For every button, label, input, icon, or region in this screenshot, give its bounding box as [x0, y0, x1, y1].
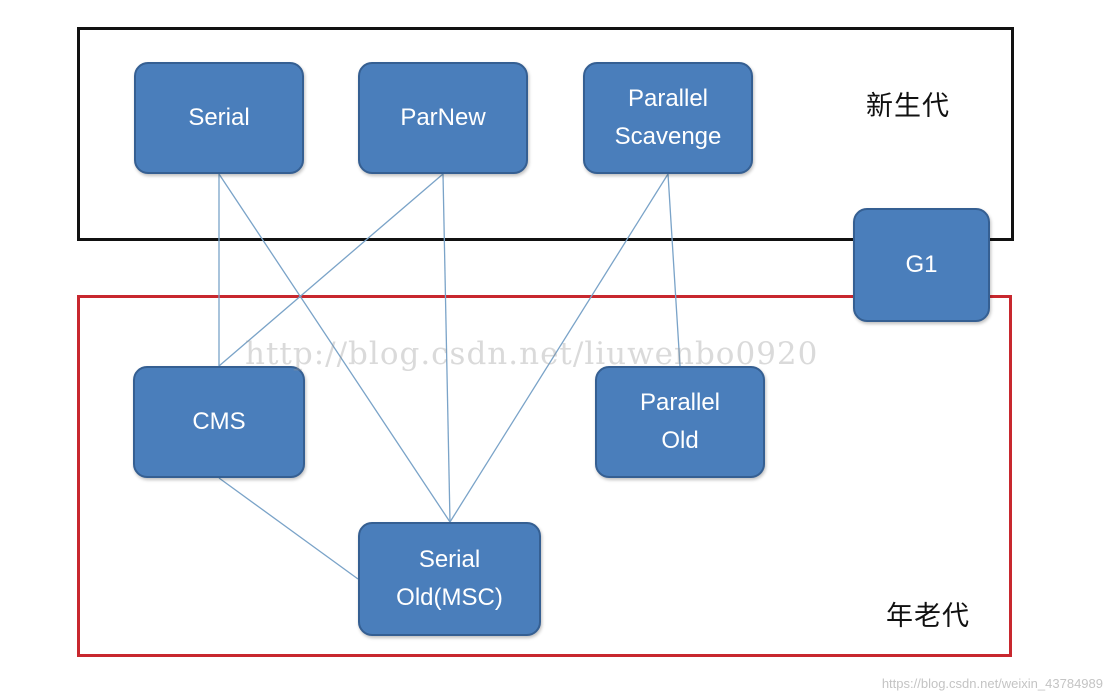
serial-collector-node: Serial — [134, 62, 304, 174]
old-generation-label: 年老代 — [886, 601, 970, 632]
parallel-scavenge-collector-node: Parallel Scavenge — [583, 62, 753, 174]
young-generation-label: 新生代 — [866, 91, 950, 122]
edge-cms-serial-old — [218, 477, 359, 580]
parnew-collector-node: ParNew — [358, 62, 528, 174]
serial-collector-label: Serial — [188, 104, 250, 131]
serial-old-collector-node: Serial Old(MSC) — [358, 522, 541, 636]
parallel-old-collector-label: Parallel Old — [639, 389, 721, 454]
watermark-text: http://blog.csdn.net/liuwenbo0920 — [245, 336, 819, 372]
edge-serial-serial-old — [218, 173, 451, 523]
parnew-collector-label: ParNew — [400, 104, 486, 131]
edge-parallel-scavenge-parallel-old — [667, 173, 681, 367]
young-generation-region — [77, 27, 1014, 241]
edge-parnew-serial-old — [442, 173, 451, 523]
edge-parallel-scavenge-serial-old — [449, 173, 669, 523]
parallel-scavenge-collector-label: Parallel Scavenge — [614, 85, 722, 150]
g1-collector-node: G1 — [853, 208, 990, 322]
cms-collector-node: CMS — [133, 366, 305, 478]
edge-parnew-cms — [218, 173, 444, 367]
parallel-old-collector-node: Parallel Old — [595, 366, 765, 478]
g1-collector-label: G1 — [905, 251, 938, 278]
old-generation-region — [77, 295, 1012, 657]
footer-watermark: https://blog.csdn.net/weixin_43784989 — [881, 676, 1103, 691]
serial-old-collector-label: Serial Old(MSC) — [396, 546, 503, 611]
cms-collector-label: CMS — [192, 408, 246, 435]
